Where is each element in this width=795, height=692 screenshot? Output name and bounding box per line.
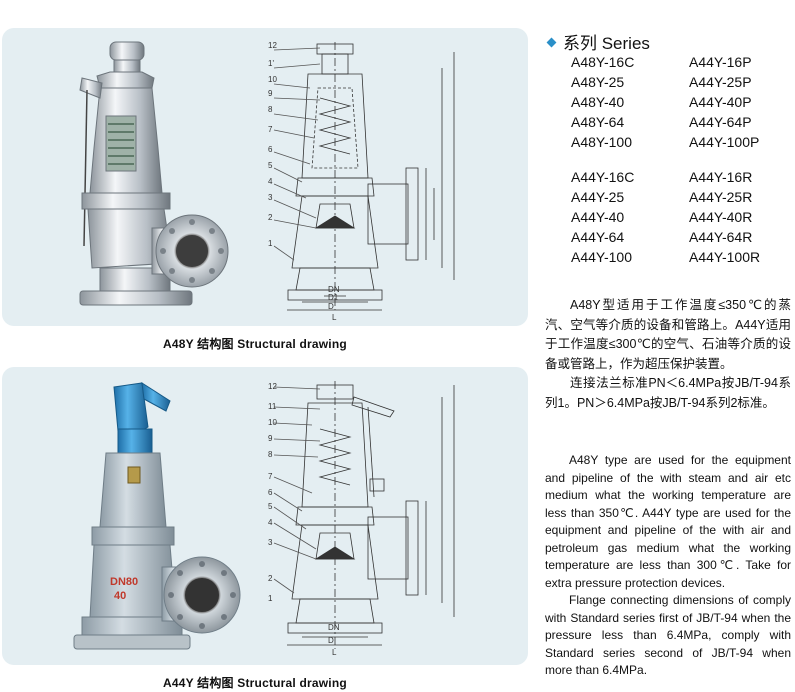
svg-text:1': 1' <box>268 59 274 68</box>
svg-text:8: 8 <box>268 105 273 114</box>
diamond-bullet-icon <box>546 37 557 48</box>
valve-plate-line2: 40 <box>114 590 126 602</box>
model-item: A44Y-64P <box>689 114 752 130</box>
a44y-section-drawing <box>273 381 455 649</box>
svg-text:L: L <box>332 648 337 657</box>
series-group1-col2: A44Y-16P A44Y-25P A44Y-40P A44Y-64P A44Y… <box>689 52 759 152</box>
svg-text:2: 2 <box>268 574 273 583</box>
description-chinese: A48Y型适用于工作温度≤350℃的蒸汽、空气等介质的设备和管路上。A44Y适用… <box>545 296 791 413</box>
svg-text:L: L <box>332 313 337 322</box>
model-item: A44Y-16R <box>689 169 753 185</box>
model-item: A44Y-40 <box>571 209 625 225</box>
model-item: A48Y-40 <box>571 94 625 110</box>
model-item: A44Y-25P <box>689 74 752 90</box>
model-item: A48Y-16C <box>571 54 635 70</box>
valve-plate-line1: DN80 <box>110 576 138 588</box>
model-item: A44Y-100P <box>689 134 760 150</box>
svg-text:4: 4 <box>268 177 273 186</box>
svg-text:11: 11 <box>268 402 277 411</box>
model-item: A44Y-64 <box>571 229 625 245</box>
model-item: A44Y-16P <box>689 54 752 70</box>
description-english: A48Y type are used for the equipment and… <box>545 452 791 680</box>
svg-text:10: 10 <box>268 75 277 84</box>
svg-text:3: 3 <box>268 193 273 202</box>
model-item: A44Y-40P <box>689 94 752 110</box>
svg-text:5: 5 <box>268 161 273 170</box>
svg-text:D1: D1 <box>328 293 339 302</box>
a44y-caption: A44Y 结构图 Structural drawing <box>163 676 347 690</box>
series-heading: 系列 Series <box>546 29 650 54</box>
description-paragraph: A48Y type are used for the equipment and… <box>545 453 791 590</box>
series-group2-col2: A44Y-16R A44Y-25R A44Y-40R A44Y-64R A44Y… <box>689 167 760 267</box>
a44y-valve-photo: DN80 40 <box>73 382 241 650</box>
svg-text:7: 7 <box>268 125 273 134</box>
series-title: 系列 Series <box>563 34 650 53</box>
a48y-valve-photo <box>79 41 229 306</box>
model-item: A48Y-25 <box>571 74 625 90</box>
svg-text:10: 10 <box>268 418 277 427</box>
svg-text:1: 1 <box>268 239 273 248</box>
model-item: A44Y-100 <box>571 249 632 265</box>
a48y-caption: A48Y 结构图 Structural drawing <box>163 337 347 351</box>
model-item: A44Y-25R <box>689 189 753 205</box>
svg-text:3: 3 <box>268 538 273 547</box>
svg-text:9: 9 <box>268 434 273 443</box>
svg-text:D: D <box>328 636 334 645</box>
svg-text:5: 5 <box>268 502 273 511</box>
series-group2-col1: A44Y-16C A44Y-25 A44Y-40 A44Y-64 A44Y-10… <box>571 167 634 267</box>
model-item: A48Y-100 <box>571 134 632 150</box>
svg-text:6: 6 <box>268 145 273 154</box>
a44y-panel: DN80 40 <box>2 367 528 665</box>
svg-text:9: 9 <box>268 89 273 98</box>
model-item: A44Y-40R <box>689 209 753 225</box>
svg-text:D: D <box>328 302 334 311</box>
model-item: A44Y-25 <box>571 189 625 205</box>
svg-text:6: 6 <box>268 488 273 497</box>
svg-text:12: 12 <box>268 382 277 391</box>
model-item: A48Y-64 <box>571 114 625 130</box>
svg-text:4: 4 <box>268 518 273 527</box>
description-paragraph: Flange connecting dimensions of comply w… <box>545 593 791 677</box>
model-item: A44Y-100R <box>689 249 761 265</box>
a44y-part-labels: 12 11 10 9 8 7 6 5 4 3 2 1 DN D L <box>268 382 340 657</box>
svg-text:12: 12 <box>268 41 277 50</box>
svg-text:8: 8 <box>268 450 273 459</box>
description-paragraph: A48Y型适用于工作温度≤350℃的蒸汽、空气等介质的设备和管路上。A44Y适用… <box>545 298 791 371</box>
series-group1-col1: A48Y-16C A48Y-25 A48Y-40 A48Y-64 A48Y-10… <box>571 52 634 152</box>
svg-text:1: 1 <box>268 594 273 603</box>
description-paragraph: 连接法兰标准PN＜6.4MPa按JB/T-94系列1。PN＞6.4MPa按JB/… <box>545 376 791 410</box>
svg-text:7: 7 <box>268 472 273 481</box>
a48y-section-drawing <box>273 42 455 311</box>
svg-text:2: 2 <box>268 213 273 222</box>
a44y-illustration: DN80 40 <box>73 381 455 657</box>
svg-text:DN: DN <box>328 623 340 632</box>
svg-text:DN: DN <box>328 285 340 294</box>
model-item: A44Y-16C <box>571 169 635 185</box>
model-item: A44Y-64R <box>689 229 753 245</box>
